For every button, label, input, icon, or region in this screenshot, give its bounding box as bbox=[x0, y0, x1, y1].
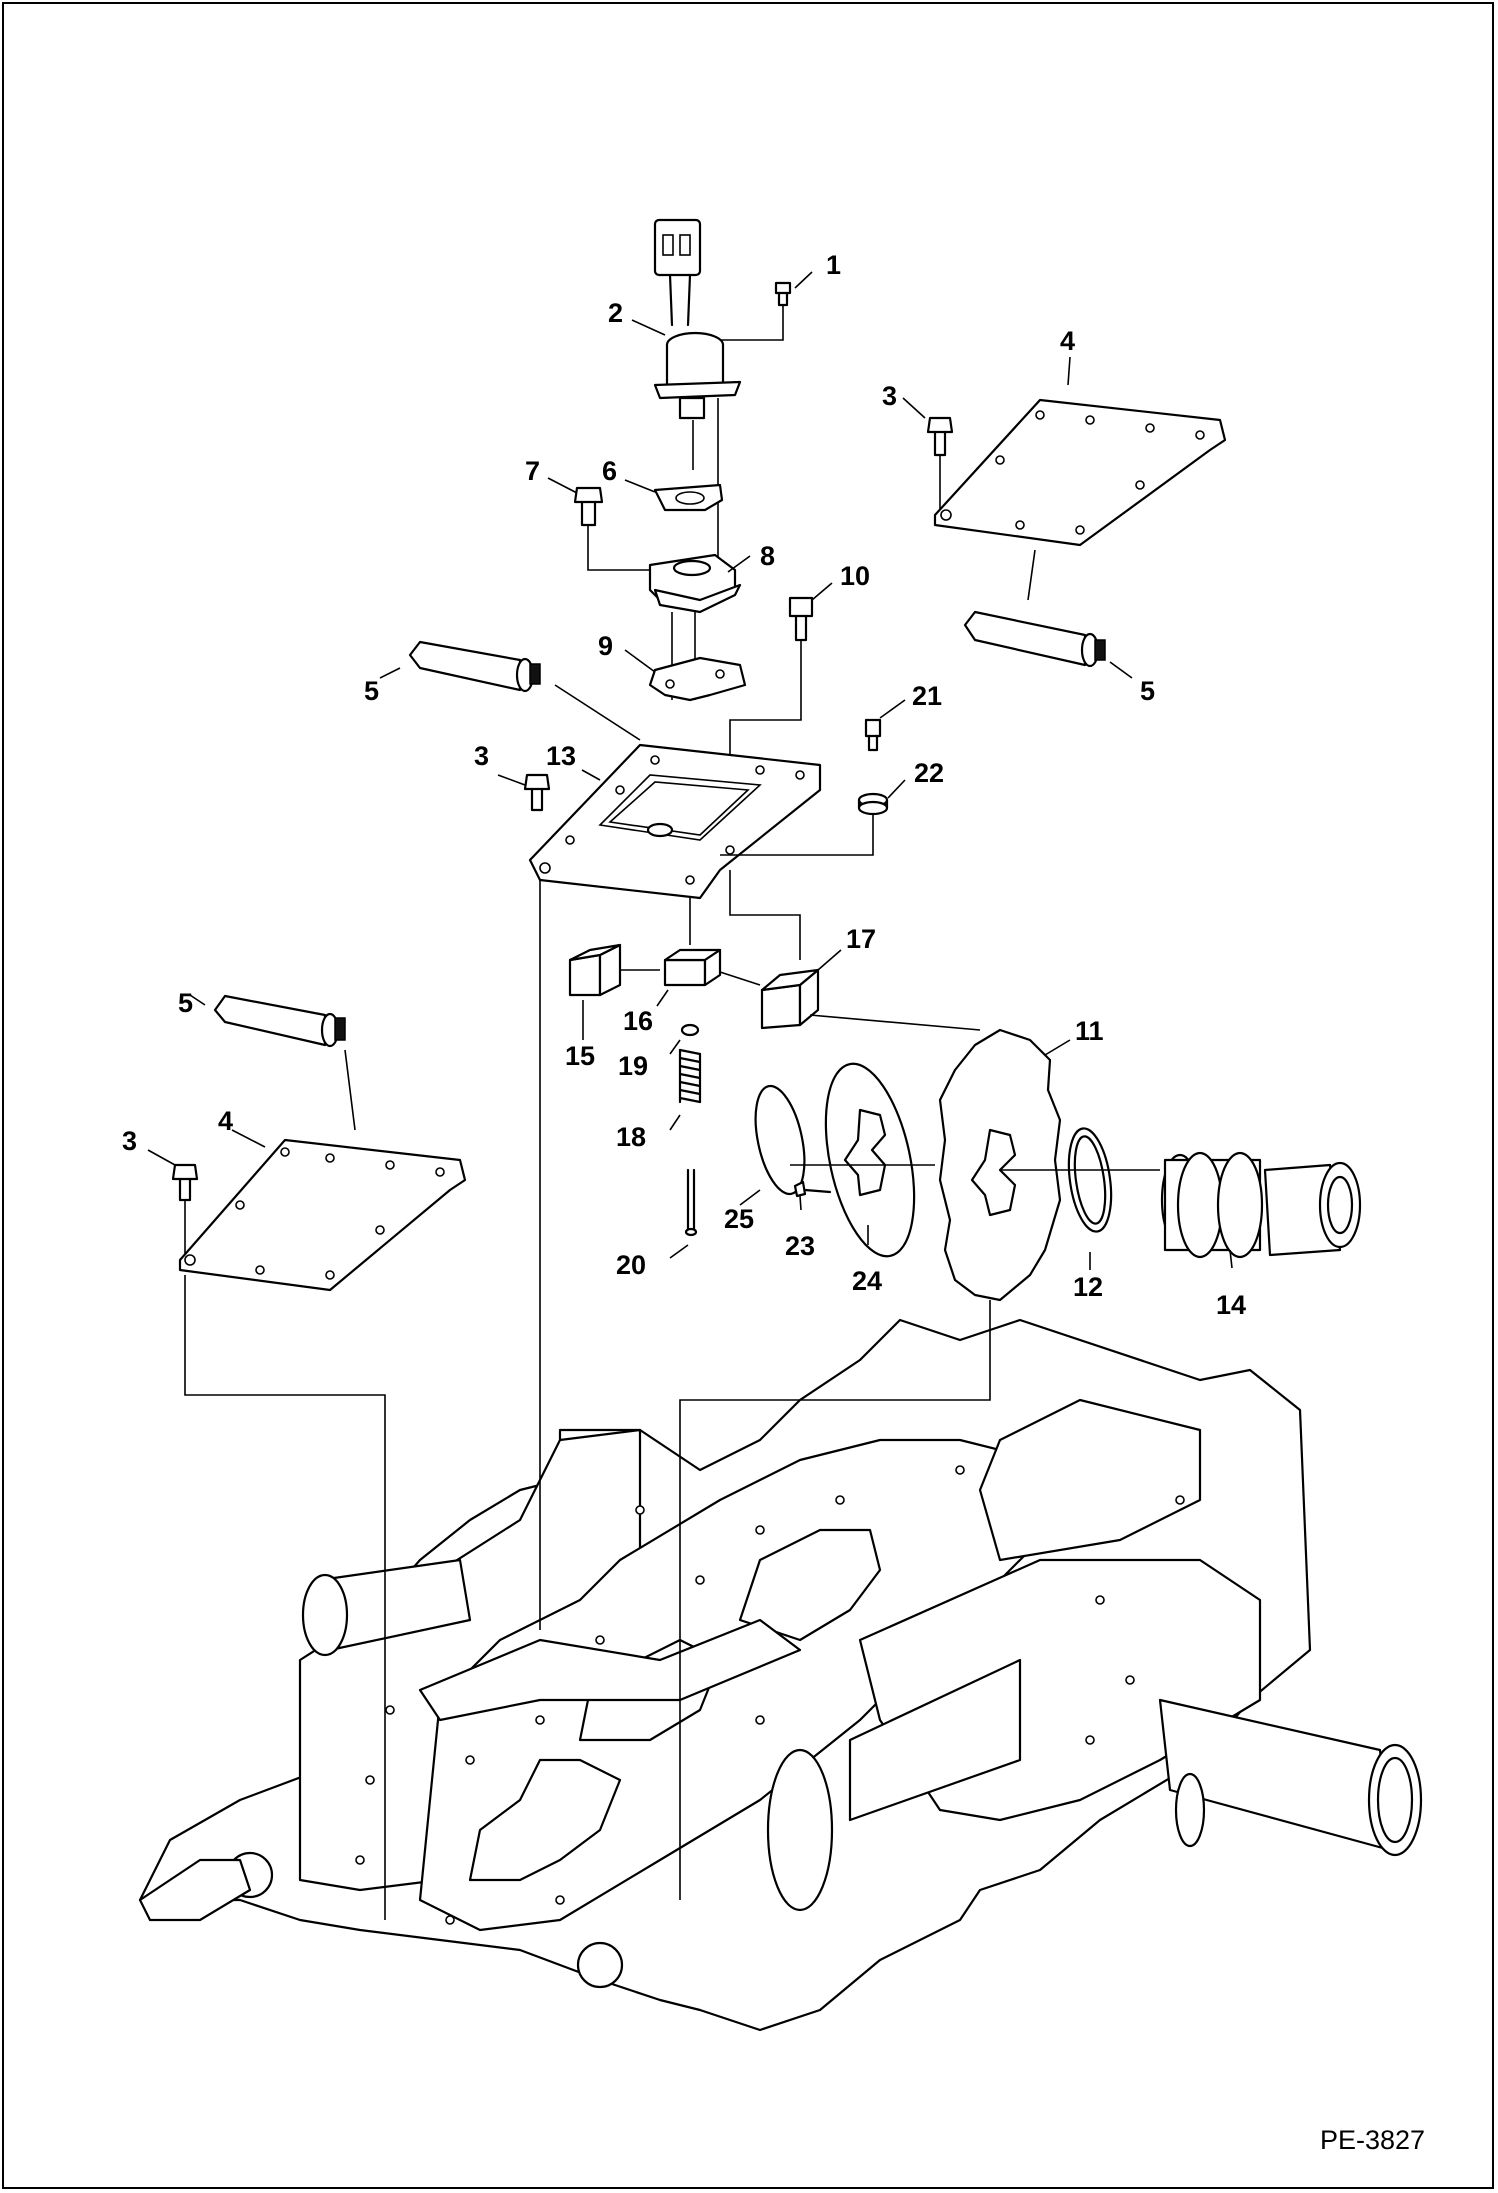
callout-19: 19 bbox=[618, 1051, 648, 1081]
part-4-cover-plate-b bbox=[178, 1138, 467, 1920]
callout-9: 9 bbox=[598, 631, 613, 661]
part-21-fitting bbox=[864, 718, 882, 752]
callout-24: 24 bbox=[852, 1266, 882, 1296]
callout-16: 16 bbox=[623, 1006, 653, 1036]
callout-4: 4 bbox=[1060, 326, 1075, 356]
part-9-gasket bbox=[648, 656, 747, 702]
part-3-bolt-c bbox=[171, 1163, 199, 1260]
callout-8: 8 bbox=[760, 541, 775, 571]
part-24-disc bbox=[790, 1062, 935, 1258]
callout-2: 2 bbox=[608, 298, 623, 328]
part-18-spring bbox=[678, 1048, 702, 1104]
callout-1: 1 bbox=[826, 250, 841, 280]
callout-10: 10 bbox=[840, 561, 870, 591]
part-14-sprocket-shaft bbox=[1160, 1151, 1362, 1259]
part-3-bolt-a bbox=[926, 416, 954, 515]
part-10-bolt bbox=[729, 596, 814, 760]
part-15-block bbox=[568, 943, 660, 1040]
callout-labels: 1 2 3 3 3 4 4 5 5 5 6 7 8 9 10 11 12 13 … bbox=[122, 250, 1246, 1320]
callout-7: 7 bbox=[525, 456, 540, 486]
callout-20: 20 bbox=[616, 1250, 646, 1280]
callout-25: 25 bbox=[724, 1204, 754, 1234]
part-11-disc bbox=[679, 1028, 1160, 1900]
part-4-cover-plate-a bbox=[933, 398, 1227, 601]
figure-code: PE-3827 bbox=[1320, 2125, 1425, 2155]
callout-5: 5 bbox=[178, 988, 193, 1018]
callout-5: 5 bbox=[1140, 676, 1155, 706]
part-3-bolt-b bbox=[523, 773, 551, 812]
part-16-block bbox=[663, 948, 761, 987]
part-17-block bbox=[760, 968, 981, 1031]
callout-3: 3 bbox=[882, 381, 897, 411]
part-23-screw bbox=[793, 1180, 832, 1198]
callout-12: 12 bbox=[1073, 1272, 1103, 1302]
callout-4: 4 bbox=[218, 1106, 233, 1136]
part-20-pin bbox=[684, 1168, 698, 1237]
part-2-sensor bbox=[653, 218, 742, 560]
callout-13: 13 bbox=[546, 741, 576, 771]
part-6-gasket bbox=[653, 483, 724, 512]
callout-leaders bbox=[147, 271, 1233, 1270]
part-19-washer bbox=[680, 1023, 700, 1037]
part-5-tube-b bbox=[379, 640, 641, 741]
callout-22: 22 bbox=[914, 758, 944, 788]
callout-5: 5 bbox=[364, 676, 379, 706]
callout-15: 15 bbox=[565, 1041, 595, 1071]
callout-14: 14 bbox=[1216, 1290, 1246, 1320]
part-13-plate bbox=[528, 743, 822, 1630]
part-8-housing bbox=[648, 553, 742, 700]
callout-11: 11 bbox=[1075, 1016, 1104, 1046]
part-22-nut bbox=[720, 792, 889, 856]
callout-23: 23 bbox=[785, 1231, 815, 1261]
part-25-ring bbox=[754, 1084, 806, 1196]
part-12-ring bbox=[1067, 1127, 1113, 1233]
callout-3: 3 bbox=[122, 1126, 137, 1156]
part-5-tube-c bbox=[189, 994, 356, 1131]
callout-3: 3 bbox=[474, 741, 489, 771]
callout-17: 17 bbox=[846, 924, 876, 954]
main-frame-assembly bbox=[138, 1318, 1423, 2032]
callout-21: 21 bbox=[912, 681, 942, 711]
part-1-bolt bbox=[719, 281, 792, 360]
callout-6: 6 bbox=[602, 456, 617, 486]
part-7-bolt bbox=[573, 486, 650, 571]
part-5-tube-a bbox=[963, 610, 1133, 679]
callout-18: 18 bbox=[616, 1122, 646, 1152]
